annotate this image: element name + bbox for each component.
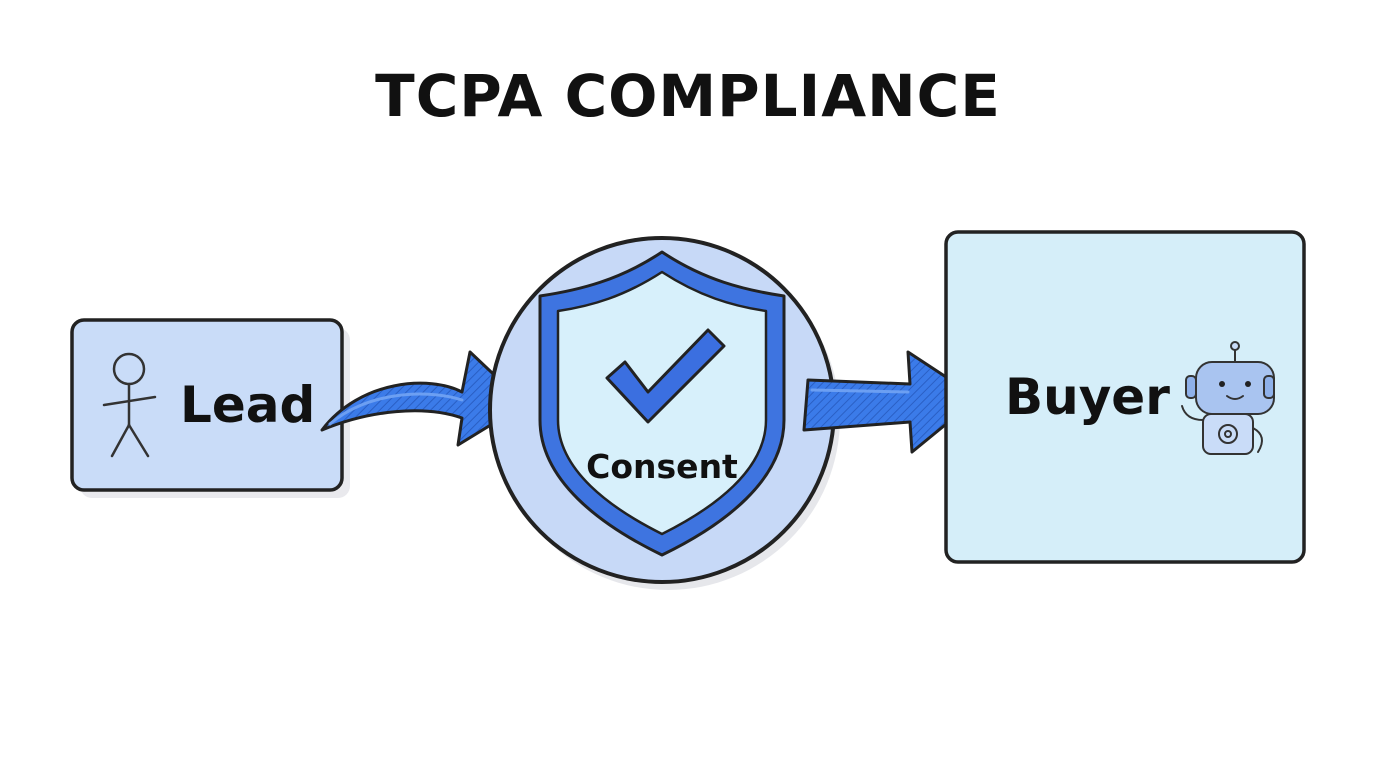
stick-figure-icon	[102, 352, 157, 458]
lead-node: Lead	[70, 318, 350, 498]
buyer-node: Buyer	[944, 230, 1306, 564]
diagram-title: TCPA COMPLIANCE	[375, 62, 1001, 130]
buyer-label: Buyer	[1005, 368, 1170, 426]
shield-checkmark-icon	[538, 250, 786, 557]
lead-label: Lead	[180, 376, 315, 434]
consent-label: Consent	[586, 447, 738, 486]
robot-icon	[1181, 341, 1275, 455]
consent-node: Consent	[488, 236, 840, 590]
